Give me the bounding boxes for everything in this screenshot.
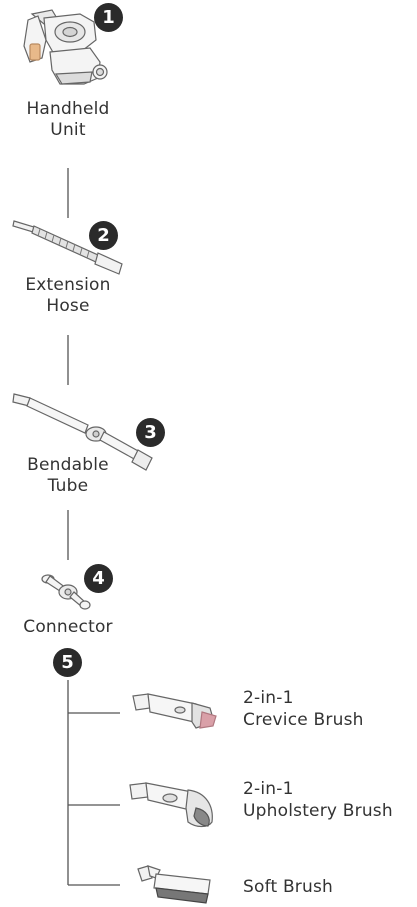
label-line: 2-in-1 <box>243 688 294 708</box>
label-line: Extension <box>25 275 111 295</box>
label-handheld-unit: Handheld Unit <box>8 99 128 142</box>
label-line: Handheld <box>26 99 110 119</box>
label-connector: Connector <box>8 617 128 638</box>
label-line: Upholstery Brush <box>243 801 393 822</box>
label-line: 2-in-1 <box>243 779 294 799</box>
label-line: Unit <box>50 120 86 141</box>
label-line: Soft Brush <box>243 877 334 897</box>
label-crevice-brush: 2-in-1 Crevice Brush <box>243 687 364 731</box>
extension-hose-icon <box>12 220 123 275</box>
soft-brush-icon <box>137 865 211 904</box>
label-upholstery-brush: 2-in-1 Upholstery Brush <box>243 778 393 822</box>
crevice-brush-icon <box>132 693 217 729</box>
step-badge-4: 4 <box>84 564 113 593</box>
bendable-tube-icon <box>12 393 153 471</box>
label-bendable-tube: Bendable Tube <box>8 455 128 498</box>
connector-icon <box>41 574 91 610</box>
label-line: Hose <box>46 296 90 317</box>
step-badge-2: 2 <box>89 221 118 250</box>
handheld-unit-icon <box>23 9 108 85</box>
label-soft-brush: Soft Brush <box>243 876 333 898</box>
step-badge-1: 1 <box>94 3 123 32</box>
label-line: Connector <box>23 617 113 637</box>
label-line: Tube <box>47 476 89 497</box>
label-line: Bendable <box>27 455 109 475</box>
label-line: Crevice Brush <box>243 710 364 731</box>
upholstery-brush-icon <box>129 782 213 828</box>
step-badge-3: 3 <box>136 418 165 447</box>
label-extension-hose: Extension Hose <box>8 275 128 318</box>
step-badge-5: 5 <box>53 648 82 677</box>
